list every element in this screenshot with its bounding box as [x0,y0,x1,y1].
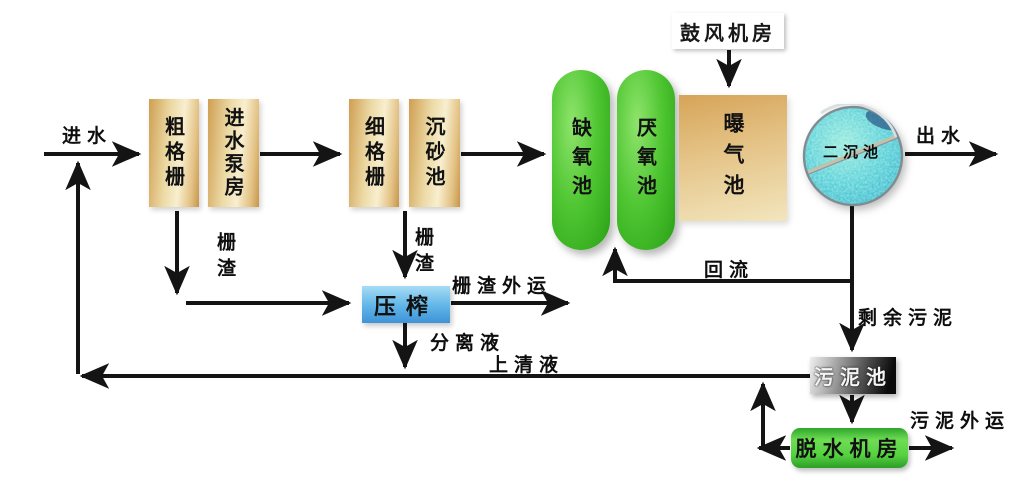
label-sludge-out: 污泥外运 [910,410,1011,432]
node-press: 压榨 [362,286,450,323]
label-influent: 进水 [62,125,113,147]
node-fine-screen: 细格栅 [349,99,399,207]
node-grit-chamber: 沉砂池 [409,99,460,207]
clarifier-label: 二沉池 [822,143,883,161]
clarifier-pool-graphic [802,104,904,207]
node-sludge-tank: 污泥池 [810,357,896,394]
node-aeration-tank: 曝气池 [679,95,787,221]
label-separated-liquid: 分离液 [430,332,506,354]
label-screen-residue-fine: 栅渣 [412,227,434,279]
label-supernatant: 上清液 [489,354,565,376]
node-anoxic-tank: 缺氧池 [552,70,610,250]
label-excess-sludge: 剩余污泥 [858,307,959,329]
node-blower-room: 鼓风机房 [672,13,784,49]
node-coarse-screen: 粗格栅 [149,99,199,207]
label-effluent: 出水 [916,125,967,147]
node-anaerobic-tank: 厌氧池 [617,70,675,250]
label-residue-out: 栅渣外运 [452,275,553,297]
node-dewatering-room: 脱水机房 [791,428,908,468]
label-return-flow: 回流 [704,259,755,281]
node-inlet-pump-house: 进水泵房 [208,99,259,207]
node-secondary-clarifier: 二沉池 [801,104,905,208]
label-screen-residue-coarse: 栅渣 [214,232,236,284]
